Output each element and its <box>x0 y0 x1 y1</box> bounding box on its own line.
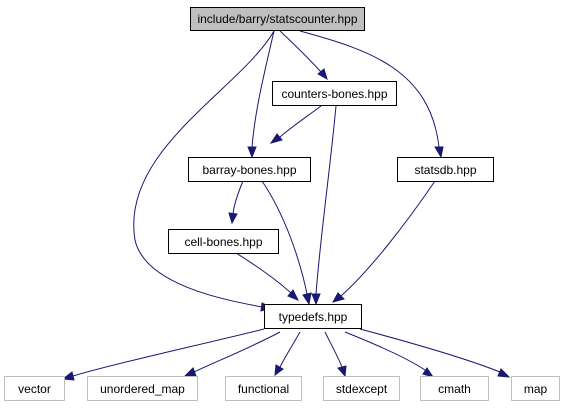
node-vector-label: vector <box>18 382 51 396</box>
node-functional-label: functional <box>238 382 289 396</box>
node-cell-bones[interactable]: cell-bones.hpp <box>168 229 279 254</box>
edge-statscounter-to-barray-bones <box>247 30 275 159</box>
edge-barray-bones-to-typedefs <box>261 180 312 306</box>
node-stdexcept: stdexcept <box>323 376 400 401</box>
edge-statsdb-to-typedefs <box>331 180 436 303</box>
node-statscounter-label: include/barry/statscounter.hpp <box>197 12 357 26</box>
edge-barray-bones-to-cell-bones <box>228 180 244 225</box>
edge-typedefs-to-unordered-map <box>183 331 281 377</box>
node-typedefs[interactable]: typedefs.hpp <box>264 304 362 329</box>
node-barray-bones-label: barray-bones.hpp <box>202 163 296 177</box>
edge-counters-bones-to-barray-bones <box>269 105 322 144</box>
node-cmath: cmath <box>420 376 489 401</box>
node-cell-bones-label: cell-bones.hpp <box>184 235 262 249</box>
node-counters-bones-label: counters-bones.hpp <box>281 87 387 101</box>
node-map-label: map <box>524 382 548 396</box>
node-unordered-map-label: unordered_map <box>100 382 185 396</box>
node-statsdb-label: statsdb.hpp <box>414 163 476 177</box>
node-cmath-label: cmath <box>438 382 471 396</box>
edge-typedefs-to-map <box>359 328 511 378</box>
edge-counters-bones-to-typedefs <box>311 105 337 306</box>
nodes: include/barry/statscounter.hpp counters-… <box>4 7 560 401</box>
edge-cell-bones-to-typedefs <box>235 252 300 301</box>
node-vector: vector <box>4 376 65 401</box>
node-map: map <box>511 376 560 401</box>
edge-typedefs-to-cmath <box>344 331 435 378</box>
edge-typedefs-to-functional <box>274 331 301 377</box>
edge-statscounter-to-statsdb <box>299 30 444 159</box>
edges <box>61 30 511 381</box>
node-statscounter[interactable]: include/barry/statscounter.hpp <box>190 7 365 31</box>
node-typedefs-label: typedefs.hpp <box>279 310 348 324</box>
node-counters-bones[interactable]: counters-bones.hpp <box>272 81 397 106</box>
node-stdexcept-label: stdexcept <box>336 382 388 396</box>
edge-typedefs-to-vector <box>61 328 265 381</box>
node-functional: functional <box>225 376 302 401</box>
edge-typedefs-to-stdexcept <box>324 331 347 378</box>
node-statsdb[interactable]: statsdb.hpp <box>397 157 494 182</box>
node-unordered-map: unordered_map <box>87 376 198 401</box>
node-barray-bones[interactable]: barray-bones.hpp <box>188 157 311 182</box>
edge-statscounter-to-counters-bones <box>279 30 328 81</box>
